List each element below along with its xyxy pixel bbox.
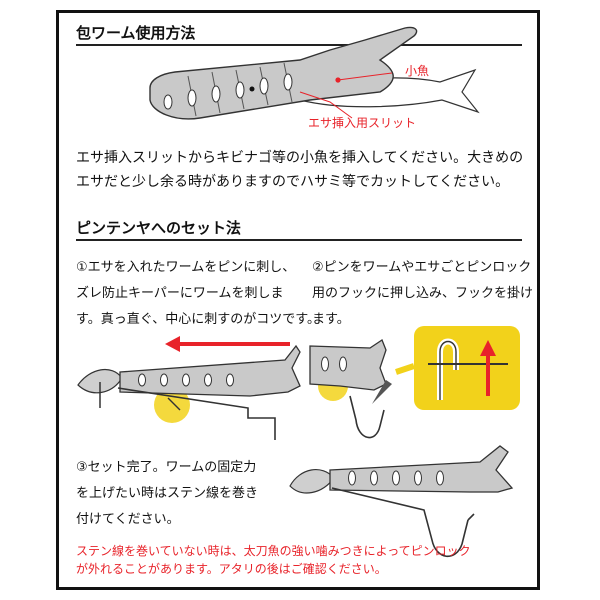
label-slit: エサ挿入用スリット <box>308 116 417 130</box>
section2-title: ピンテンヤへのセット法 <box>76 219 242 237</box>
step1-line1: ①エサを入れたワームをピンに刺し、 <box>76 260 296 275</box>
section1-desc-line1: エサ挿入スリットからキビナゴ等の小魚を挿入してください。大きめの <box>76 150 524 166</box>
step3-line3: 付けてください。 <box>76 512 180 527</box>
step1-line3: す。真っ直ぐ、中心に刺すのがコツです。 <box>76 312 321 327</box>
step2-line3: ます。 <box>312 312 350 327</box>
step2-line2: 用のフックに押し込み、フックを掛け <box>312 286 534 301</box>
section2-rule <box>76 239 522 241</box>
section1-title: 包ワーム使用方法 <box>76 24 196 42</box>
instruction-card <box>56 10 540 590</box>
section1-rule <box>76 44 522 46</box>
step2-line1: ②ピンをワームやエサごとピンロック <box>312 260 532 275</box>
step3-line1: ③セット完了。ワームの固定力 <box>76 460 257 475</box>
warning-line2: が外れることがあります。アタリの後はご確認ください。 <box>76 562 387 576</box>
step1-line2: ズレ防止キーパーにワームを刺しま <box>76 286 284 301</box>
step2-inset <box>414 326 520 410</box>
warning-line1: ステン線を巻いていない時は、太刀魚の強い噛みつきによってピンロック <box>76 544 471 558</box>
label-small-fish: 小魚 <box>405 64 430 78</box>
section1-desc-line2: エサだと少し余る時がありますのでハサミ等でカットしてください。 <box>76 174 510 190</box>
step3-line2: を上げたい時はステン線を巻き <box>76 486 259 501</box>
